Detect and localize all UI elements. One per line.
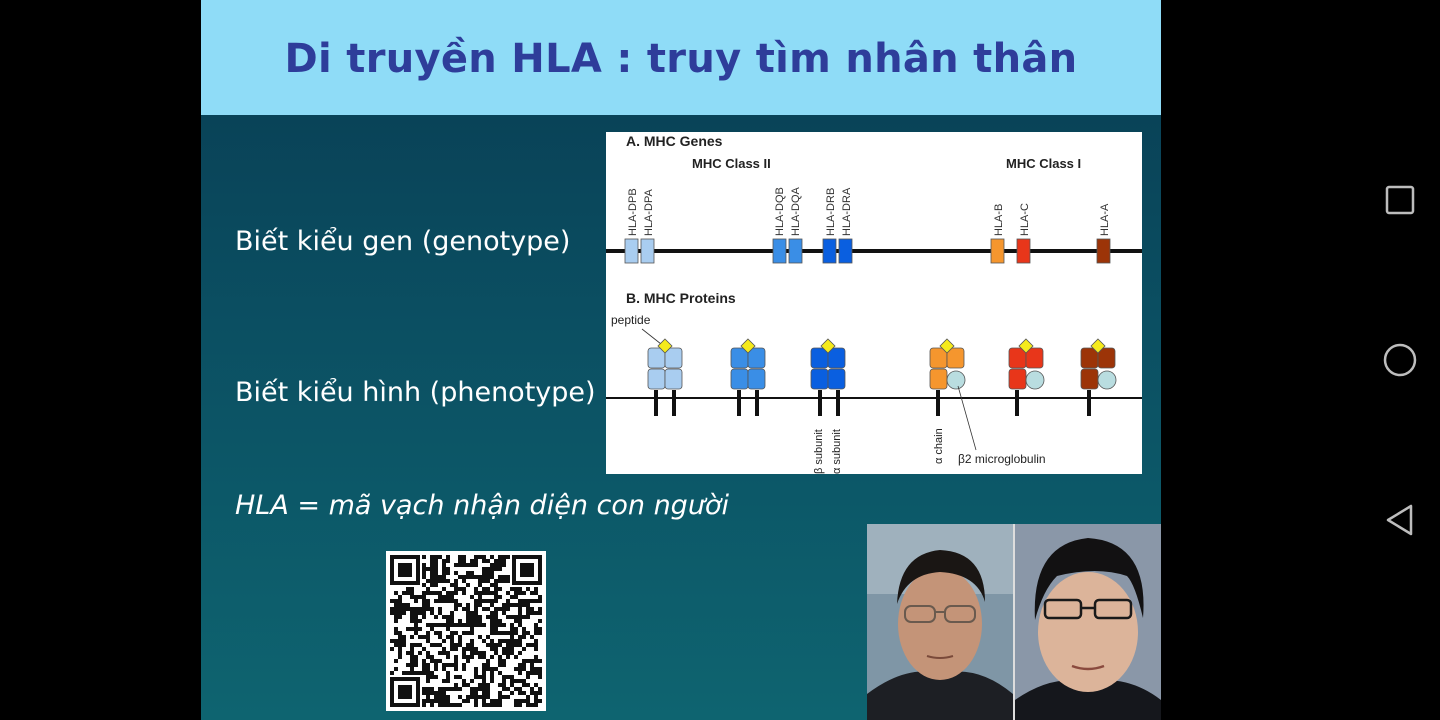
hla-definition: HLA = mã vạch nhận diện con người <box>235 490 729 521</box>
gene-label: HLA-DRB <box>825 188 837 236</box>
protein-dr <box>810 338 846 416</box>
gene-box-dra <box>838 238 853 264</box>
class-ii-label: MHC Class II <box>692 156 771 171</box>
alpha-chain-label: α chain <box>933 428 945 464</box>
peptide-label: peptide <box>611 313 651 327</box>
mhc-diagram: A. MHC Genes MHC Class II MHC Class I HL… <box>606 132 1142 474</box>
qr-finder-bottom-left <box>390 677 420 707</box>
navigation-bar <box>1360 0 1440 720</box>
portrait-left <box>867 524 1013 720</box>
b2m-pointer <box>957 385 977 451</box>
gene-box-dpb <box>624 238 639 264</box>
section-a-title: A. MHC Genes <box>626 133 723 149</box>
protein-dq <box>730 338 766 416</box>
qr-finder-top-right <box>512 555 542 585</box>
gene-label: HLA-DQA <box>790 186 802 236</box>
gene-label: HLA-DPA <box>643 188 655 236</box>
slide: Di truyền HLA : truy tìm nhân thân Biết … <box>201 0 1161 720</box>
protein-b <box>929 338 966 416</box>
phenotype-label: Biết kiểu hình (phenotype) <box>235 377 596 408</box>
slide-title: Di truyền HLA : truy tìm nhân thân <box>284 36 1078 82</box>
gene-box-b <box>990 238 1005 264</box>
qr-code <box>386 551 546 711</box>
triangle-back-icon <box>1386 504 1413 536</box>
beta-subunit-label: β subunit <box>813 429 825 474</box>
gene-label: HLA-B <box>993 204 1005 236</box>
home-button[interactable] <box>1380 340 1420 380</box>
gene-box-dpa <box>640 238 655 264</box>
title-band <box>201 0 1161 115</box>
square-icon <box>1385 185 1415 215</box>
b2m-label: β2 microglobulin <box>958 452 1046 466</box>
peptide-pointer <box>641 328 662 345</box>
protein-c <box>1008 338 1045 416</box>
portrait-photos <box>867 524 1161 720</box>
gene-box-drb <box>822 238 837 264</box>
gene-label: HLA-A <box>1099 203 1111 236</box>
section-b-title: B. MHC Proteins <box>626 290 736 306</box>
alpha-subunit-label: α subunit <box>831 429 843 474</box>
circle-icon <box>1383 343 1417 377</box>
qr-finder-top-left <box>390 555 420 585</box>
gene-box-c <box>1016 238 1031 264</box>
gene-box-dqb <box>772 238 787 264</box>
gene-label: HLA-DRA <box>841 187 853 236</box>
gene-box-dqa <box>788 238 803 264</box>
recents-button[interactable] <box>1380 180 1420 220</box>
portrait-right <box>1015 524 1161 720</box>
gene-box-a <box>1096 238 1111 264</box>
class-i-label: MHC Class I <box>1006 156 1081 171</box>
gene-label: HLA-DQB <box>774 187 786 236</box>
protein-dp <box>647 338 683 416</box>
back-button[interactable] <box>1380 500 1420 540</box>
gene-label: HLA-C <box>1019 203 1031 236</box>
genotype-label: Biết kiểu gen (genotype) <box>235 226 571 257</box>
gene-label: HLA-DPB <box>627 188 639 236</box>
protein-a <box>1080 338 1117 416</box>
